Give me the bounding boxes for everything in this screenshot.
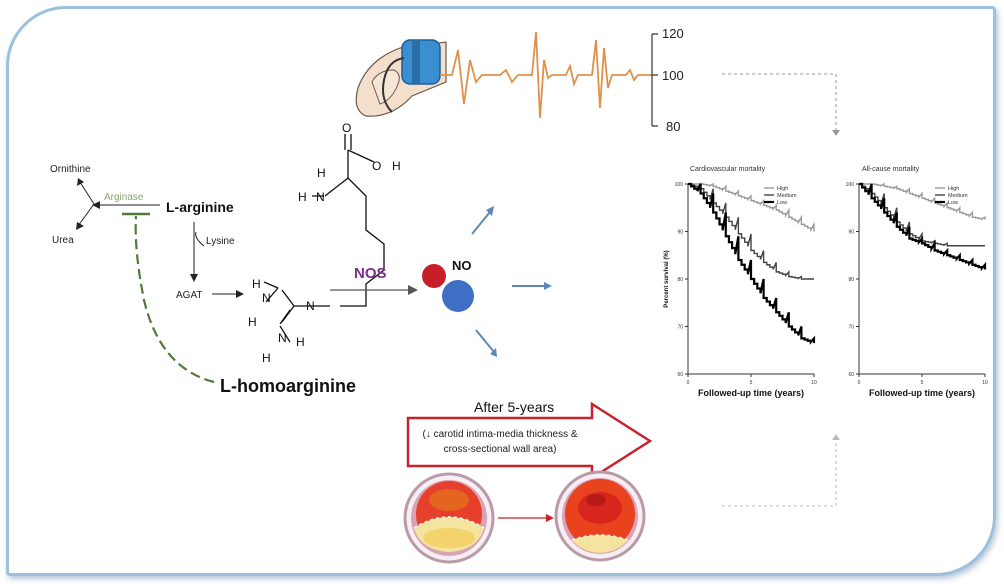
y-tick-label: 60 — [848, 372, 854, 378]
inhibition-dashed-curve — [134, 215, 215, 384]
bp-tick-label: 120 — [662, 26, 684, 41]
no-oxygen-sphere — [442, 280, 474, 312]
homoarginine-molecule — [263, 134, 385, 343]
molecule-atom: H — [296, 335, 305, 349]
after-5-years-arrow: After 5-years (↓ carotid intima-media th… — [406, 399, 653, 481]
survival-curve-high — [859, 182, 986, 221]
after-5-years-heading: After 5-years — [474, 399, 554, 415]
all-cause-mortality-chart: All-cause mortality 100 90 80 70 60 0 5 10Follow… — [846, 166, 988, 398]
survival-curve-low — [688, 182, 816, 345]
y-tick-label: 90 — [677, 230, 683, 236]
molecule-atom: O — [372, 159, 381, 173]
effect-arrowhead — [486, 206, 494, 216]
molecule-atom: H — [317, 166, 326, 180]
molecule-atom: N — [306, 299, 315, 313]
pathway: Ornithine Urea Arginase L-arginine Lysin… — [50, 121, 552, 396]
artery-before — [403, 472, 495, 564]
x-tick-label: 5 — [921, 380, 924, 386]
x-axis-label: Followed-up time (years) — [698, 388, 804, 398]
arginase-label: Arginase — [104, 192, 144, 203]
survival-curve-high — [688, 182, 815, 233]
arrow-to-urea — [77, 203, 95, 227]
l-homoarginine-label: L-homoarginine — [220, 376, 356, 396]
no-label: NO — [452, 258, 472, 273]
molecule-atom: H — [392, 159, 401, 173]
bp-cuff-illustration — [355, 39, 447, 117]
survival-curve-low — [859, 182, 987, 272]
x-tick-label: 5 — [750, 380, 753, 386]
y-tick-label: 70 — [848, 325, 854, 331]
x-tick-label: 0 — [687, 380, 690, 386]
arrow-to-ornithine — [79, 181, 95, 205]
connector-line-bottom — [722, 440, 837, 507]
chart-title: All-cause mortality — [862, 166, 920, 173]
legend-label: High — [777, 186, 788, 192]
bp-scale: 120 100 80 — [651, 26, 684, 134]
pulse-waveform — [440, 31, 652, 119]
y-tick-label: 60 — [677, 372, 683, 378]
legend-label: Low — [777, 200, 787, 206]
ornithine-label: Ornithine — [50, 164, 91, 175]
bp-tick-label: 100 — [662, 68, 684, 83]
molecule-atom: H — [298, 190, 307, 204]
molecule-atom: H — [252, 277, 261, 291]
effect-arrowhead — [544, 282, 552, 290]
l-arginine-label: L-arginine — [166, 199, 234, 215]
carotid-text-line1: (↓ carotid intima-media thickness & — [422, 429, 577, 440]
y-tick-label: 80 — [677, 277, 683, 283]
y-tick-label: 90 — [848, 230, 854, 236]
molecule-atom: H — [262, 351, 271, 365]
effect-arrows — [471, 211, 546, 353]
y-tick-label: 100 — [846, 182, 855, 188]
survival-curve-medium — [859, 183, 985, 247]
molecule-atom: N — [316, 190, 325, 204]
connector-arrow-bottom — [832, 434, 840, 440]
stethoscope-tube — [382, 57, 405, 113]
connector-arrow-top — [832, 130, 840, 136]
legend-label: High — [948, 186, 959, 192]
effect-arrowhead — [490, 348, 497, 357]
rounded-panel-frame — [6, 6, 996, 576]
y-axis-label: Percent survival (%) — [664, 250, 670, 307]
connector-line-top — [722, 73, 837, 130]
bp-cuff — [401, 39, 441, 85]
molecule-atom: N — [278, 331, 287, 345]
bp-tick-label: 80 — [666, 119, 680, 134]
y-tick-label: 70 — [677, 325, 683, 331]
molecule-atom: N — [262, 291, 271, 305]
hand-shape — [371, 69, 400, 105]
y-tick-label: 80 — [848, 277, 854, 283]
lysine-branch — [195, 231, 205, 247]
chart-title: Cardiovascular mortality — [690, 166, 766, 173]
molecule-atom: H — [248, 315, 257, 329]
legend-label: Medium — [948, 193, 968, 199]
x-tick-label: 10 — [811, 380, 817, 386]
x-axis-label: Followed-up time (years) — [869, 388, 975, 398]
urea-label: Urea — [52, 235, 74, 246]
big-outline-arrow — [406, 401, 653, 481]
molecule-atom: O — [342, 121, 351, 135]
y-tick-label: 100 — [675, 182, 684, 188]
cuff-band — [412, 40, 420, 84]
lysine-label: Lysine — [206, 236, 235, 247]
x-tick-label: 10 — [982, 380, 988, 386]
chart-axes — [858, 184, 985, 375]
no-nitrogen-sphere — [422, 264, 446, 288]
legend-label: Low — [948, 200, 958, 206]
x-tick-label: 0 — [858, 380, 861, 386]
agat-label: AGAT — [176, 290, 202, 301]
survival-curve-medium — [688, 182, 814, 280]
nos-label: NOS — [354, 265, 387, 282]
cardiovascular-mortality-chart: Cardiovascular mortality 100 90 80 70 60 0 5 10F… — [664, 166, 817, 398]
artery-after — [554, 470, 646, 562]
legend-label: Medium — [777, 193, 797, 199]
carotid-text-line2: cross-sectional wall area) — [444, 444, 557, 455]
